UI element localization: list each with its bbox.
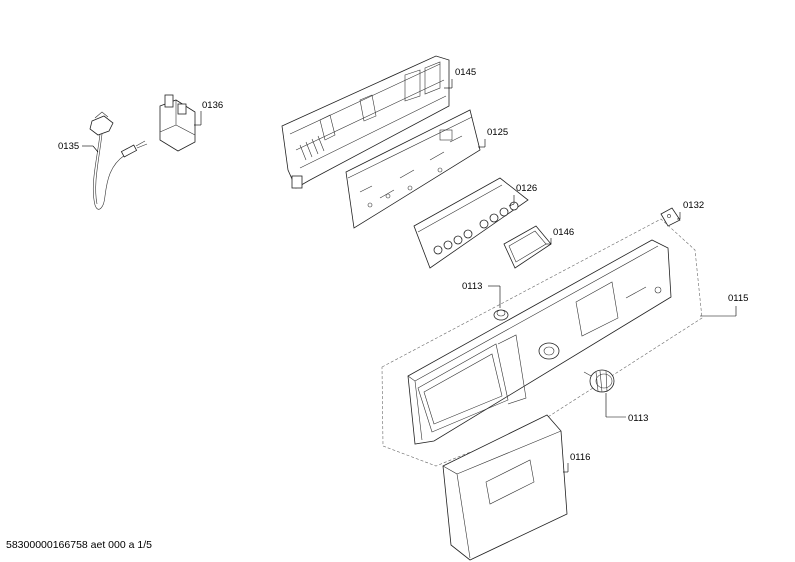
svg-text:0136: 0136 [202, 100, 223, 111]
svg-text:0113: 0113 [628, 413, 648, 424]
large-knob-part [583, 369, 615, 393]
label-0126: 0126 [508, 183, 537, 207]
control-panel-part [407, 239, 672, 445]
label-0146: 0146 [546, 227, 574, 245]
main-pcb-part [345, 109, 481, 229]
svg-text:0125: 0125 [487, 127, 508, 138]
document-id: 58300000166758 aet 000 a 1/5 [6, 539, 152, 551]
svg-text:0135: 0135 [58, 141, 79, 152]
housing-part [281, 55, 450, 189]
svg-text:0145: 0145 [455, 67, 476, 78]
svg-text:0146: 0146 [553, 227, 574, 238]
label-0125: 0125 [478, 127, 508, 148]
svg-text:0132: 0132 [683, 200, 704, 211]
small-knob-part [493, 309, 509, 321]
filter-part [159, 94, 196, 152]
label-0115: 0115 [700, 293, 748, 317]
svg-text:0116: 0116 [570, 452, 590, 463]
label-0113-lower: 0113 [605, 393, 648, 424]
power-cable-part [89, 111, 148, 210]
label-0145: 0145 [444, 67, 476, 89]
clip-part [660, 207, 681, 227]
label-0135: 0135 [58, 141, 99, 153]
svg-text:0115: 0115 [728, 293, 748, 304]
label-0116: 0116 [563, 452, 590, 473]
label-0113-upper: 0113 [462, 281, 501, 308]
svg-text:0113: 0113 [462, 281, 482, 292]
display-module-part [503, 225, 552, 269]
svg-text:0126: 0126 [516, 183, 537, 194]
label-0136: 0136 [194, 100, 223, 126]
label-0132: 0132 [677, 200, 704, 220]
control-pcb-part [413, 177, 529, 269]
drawer-handle-part [442, 414, 568, 561]
